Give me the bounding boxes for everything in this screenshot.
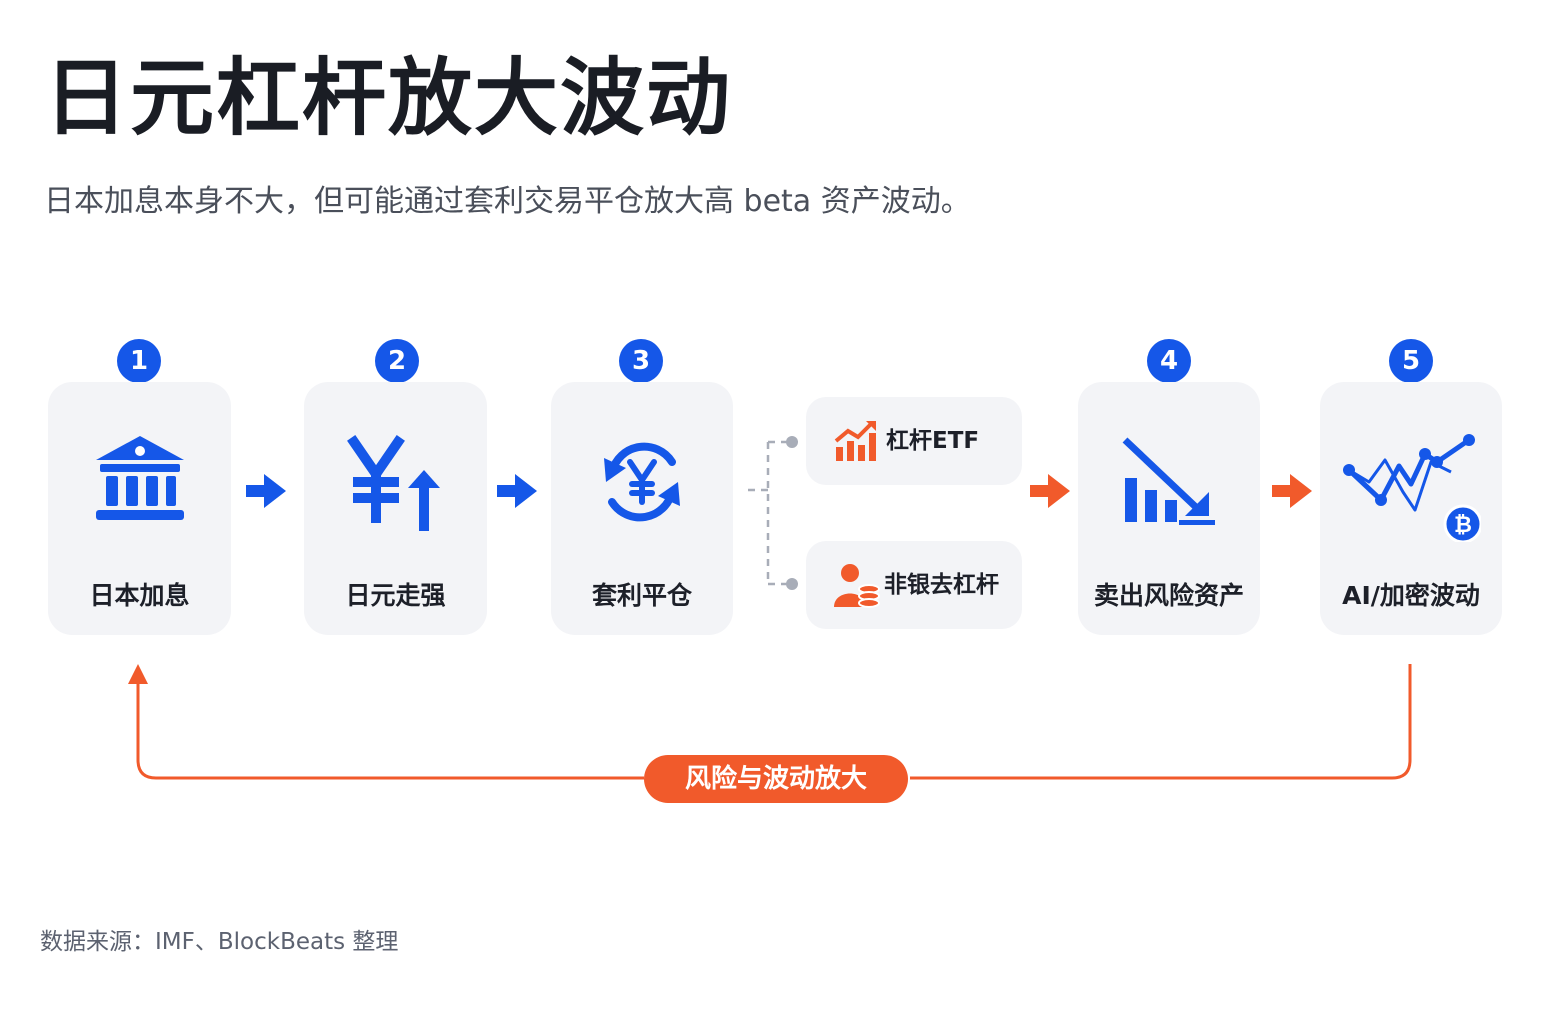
branch-dot-bottom (786, 578, 798, 590)
step-label: 套利平仓 (591, 581, 692, 610)
step-label: 日本加息 (89, 581, 190, 610)
step-card-ai-crypto-volatility: ₿ AI/加密波动 (1320, 382, 1502, 635)
step-1-badge: 1 (117, 339, 161, 383)
feedback-loop-line (136, 664, 1412, 780)
step-card-sell-risk-assets: 卖出风险资产 (1078, 382, 1260, 635)
step-card-carry-unwind: 套利平仓 (551, 382, 733, 635)
branch-connector (748, 440, 790, 586)
bank-icon (95, 436, 184, 520)
feedback-label: 风险与波动放大 (644, 755, 908, 803)
yen-up-icon (346, 435, 440, 531)
branch-dot-top (786, 436, 798, 448)
branch-card-nonbank-deleveraging: 非银去杠杆 (806, 541, 1022, 629)
chart-down-icon (1122, 437, 1215, 525)
page-subtitle: 日本加息本身不大，但可能通过套利交易平仓放大高 beta 资产波动。 (44, 184, 971, 219)
volatility-bitcoin-icon: ₿ (1343, 434, 1481, 542)
yen-cycle-icon (604, 442, 680, 522)
branch-card-leveraged-etf: 杠杆ETF (806, 397, 1022, 485)
step-2-badge: 2 (375, 339, 419, 383)
step-3-badge: 3 (619, 339, 663, 383)
step-label: AI/加密波动 (1342, 581, 1480, 610)
step-5-badge: 5 (1389, 339, 1433, 383)
branch-label: 杠杆ETF (886, 428, 980, 454)
flow-arrow-right-icon (1030, 474, 1070, 508)
step-card-rate-hike: 日本加息 (48, 382, 231, 635)
feedback-arrowhead (128, 664, 148, 684)
step-4-badge: 4 (1147, 339, 1191, 383)
flow-arrow-right-icon (246, 474, 286, 508)
rising-bars-icon (834, 421, 876, 461)
step-card-yen-stronger: 日元走强 (304, 382, 487, 635)
source-note: 数据来源：IMF、BlockBeats 整理 (40, 929, 399, 955)
flow-arrow-right-icon (1272, 474, 1312, 508)
branch-label: 非银去杠杆 (884, 572, 999, 598)
flow-arrow-right-icon (497, 474, 537, 508)
svg-text:₿: ₿ (1454, 513, 1472, 538)
page-title: 日元杠杆放大波动 (44, 49, 733, 147)
person-coins-icon (834, 564, 880, 608)
step-label: 卖出风险资产 (1093, 581, 1244, 610)
step-label: 日元走强 (345, 581, 446, 610)
